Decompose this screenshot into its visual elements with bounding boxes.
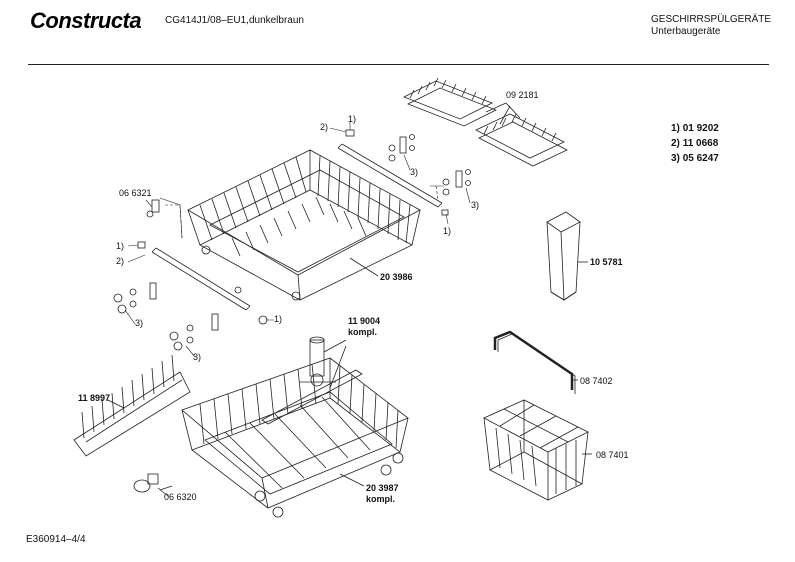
legend-row: 1) 01 9202 [671, 123, 719, 134]
part-label-118997: 11 8997 [78, 393, 111, 403]
legend-row: 2) 11 0668 [671, 138, 719, 149]
callout-3-left: 3) [135, 318, 144, 328]
dashed-guides [165, 185, 439, 239]
leader-092181 [485, 102, 521, 125]
part-label-087402: 08 7402 [580, 376, 613, 386]
legend-row: 3) 05 6247 [671, 153, 719, 164]
callout-2-top: 2) [320, 122, 329, 132]
parts-legend: 1) 01 9202 2) 11 0668 3) 05 6247 [671, 121, 719, 166]
cutlery-container [546, 211, 581, 301]
callout-1-top: 1) [348, 114, 357, 124]
part-label-087401: 08 7401 [596, 450, 629, 460]
upper-rail [337, 143, 443, 208]
document-id: E360914–4/4 [26, 534, 86, 545]
leader-203987 [339, 473, 365, 487]
part-label-105781: 10 5781 [590, 257, 623, 267]
part-label-203986: 20 3986 [380, 272, 413, 282]
upper-basket [187, 149, 421, 301]
part-label-119004-kompl: kompl. [348, 327, 378, 337]
cutlery-grid-top [403, 77, 497, 127]
part-label-203987-kompl: kompl. [366, 494, 396, 504]
callout-3-right: 3) [471, 200, 480, 210]
callout-2-left: 2) [116, 256, 125, 266]
callout-1-mid: 1) [274, 314, 283, 324]
header-divider [28, 64, 769, 65]
part-label-092181: 09 2181 [506, 90, 539, 100]
clip-parts [113, 129, 471, 351]
cutlery-grid-bottom [475, 113, 568, 167]
callout-3-mid: 3) [193, 352, 202, 362]
leader-203986 [349, 257, 379, 277]
part-label-203987: 20 3987 [366, 483, 399, 493]
part-label-066321: 06 6321 [119, 188, 152, 198]
spray-arm-assembly [261, 336, 363, 425]
category-line-2: Unterbaugeräte [651, 26, 721, 37]
callout-1-right: 1) [443, 226, 452, 236]
leader-118997 [107, 399, 125, 409]
model-number: CG414J1/08–EU1,dunkelbraun [165, 15, 304, 26]
leader-066320 [157, 487, 169, 497]
lower-basket [181, 357, 409, 518]
brand-logo: Constructa [30, 8, 142, 33]
leader-lines [124, 122, 471, 358]
leader-119004 [323, 339, 347, 389]
part-label-066320: 06 6320 [164, 492, 197, 502]
part-label-119004: 11 9004 [348, 316, 381, 326]
category-line-1: GESCHIRRSPÜLGERÄTE [651, 14, 772, 25]
category-title: GESCHIRRSPÜLGERÄTE Unterbaugeräte [651, 14, 771, 38]
callout-1-left: 1) [116, 241, 125, 251]
callout-3-top: 3) [410, 167, 419, 177]
lower-rail [151, 247, 251, 311]
comb-insert [73, 354, 191, 457]
basket-handle [493, 330, 576, 394]
cutlery-basket [483, 399, 589, 501]
clip-066320 [133, 473, 173, 493]
